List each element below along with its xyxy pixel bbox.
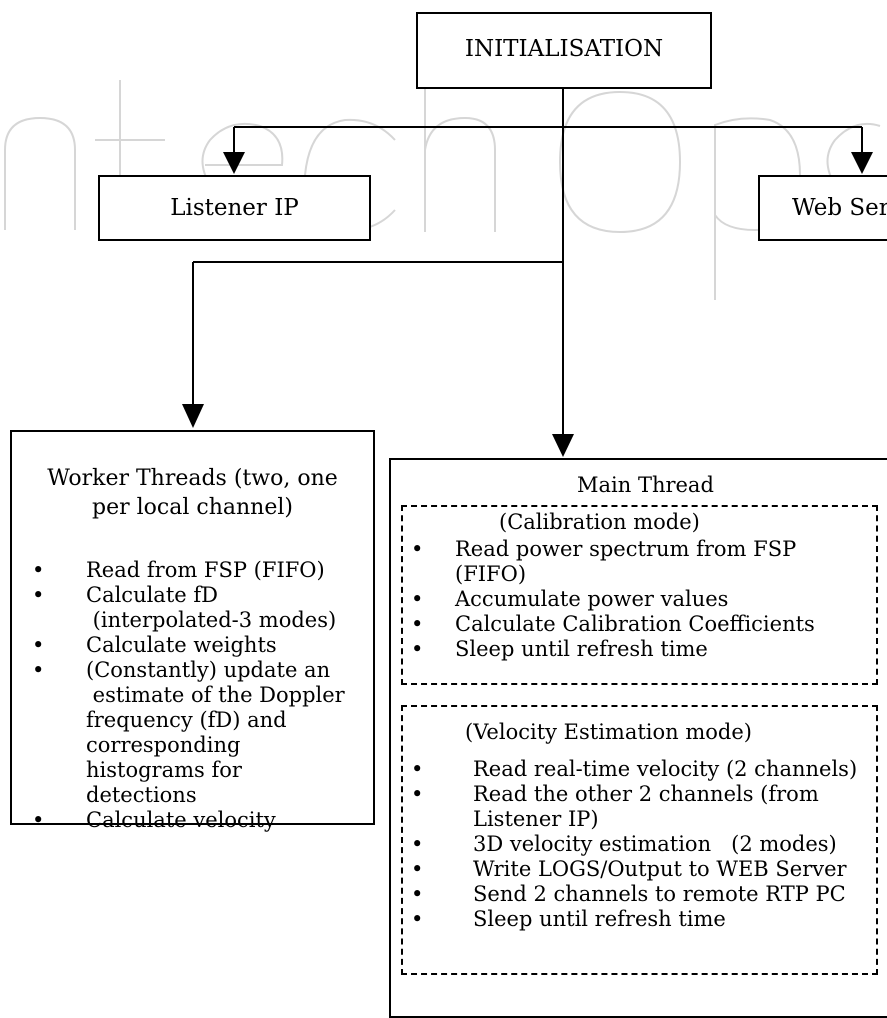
velocity-task-item: 3D velocity estimation (2 modes) xyxy=(391,832,881,857)
calibration-task-item-line: Calculate Calibration Coefficients xyxy=(455,612,815,636)
worker-threads-title-2: per local channel) xyxy=(92,495,293,520)
worker-task-item: Calculate fD (interpolated-3 modes) xyxy=(12,583,377,633)
worker-task-item-line: Calculate fD xyxy=(86,583,218,607)
worker-task-item-line: (interpolated-3 modes) xyxy=(86,608,337,632)
calibration-task-item: Calculate Calibration Coefficients xyxy=(391,612,881,637)
calibration-task-item-line: Read power spectrum from FSP xyxy=(455,537,797,561)
worker-task-item-line: Calculate velocity xyxy=(86,808,276,832)
listener-ip-label: Listener IP xyxy=(170,195,299,221)
velocity-task-item: Sleep until refresh time xyxy=(391,907,881,932)
velocity-task-item-line: Listener IP) xyxy=(473,807,599,831)
listener-ip-box: Listener IP xyxy=(98,175,371,241)
arrowhead-listener xyxy=(223,152,245,174)
worker-task-item: Read from FSP (FIFO) xyxy=(12,558,377,583)
calibration-task-item: Read power spectrum from FSP(FIFO) xyxy=(391,537,881,587)
worker-task-item: (Constantly) update an estimate of the D… xyxy=(12,658,377,808)
worker-threads-box: Worker Threads (two, one per local chann… xyxy=(10,430,375,833)
worker-task-item-line: estimate of the Doppler xyxy=(86,683,345,707)
calibration-task-item-line: Accumulate power values xyxy=(455,587,729,611)
worker-task-item-line: (Constantly) update an xyxy=(86,658,331,682)
worker-task-item-line: Calculate weights xyxy=(86,633,277,657)
velocity-task-item: Send 2 channels to remote RTP PC xyxy=(391,882,881,907)
calibration-task-list: Read power spectrum from FSP(FIFO)Accumu… xyxy=(391,537,881,662)
calibration-task-item: Sleep until refresh time xyxy=(391,637,881,662)
velocity-task-item-line: 3D velocity estimation (2 modes) xyxy=(473,832,837,856)
velocity-task-list: Read real-time velocity (2 channels)Read… xyxy=(391,757,881,932)
calibration-mode-box: (Calibration mode) Read power spectrum f… xyxy=(401,505,878,685)
velocity-task-item-line: Sleep until refresh time xyxy=(473,907,726,931)
velocity-task-item: Read real-time velocity (2 channels) xyxy=(391,757,881,782)
worker-task-item-line: detections xyxy=(86,783,197,807)
calibration-task-item-line: (FIFO) xyxy=(455,562,527,586)
arrowhead-web xyxy=(851,152,873,174)
worker-task-item: Calculate velocity xyxy=(12,808,377,833)
main-thread-title: Main Thread xyxy=(577,473,714,497)
calibration-task-item-line: Sleep until refresh time xyxy=(455,637,708,661)
arrowhead-worker xyxy=(182,404,204,428)
initialisation-box: INITIALISATION xyxy=(416,12,712,89)
worker-task-item-line: corresponding xyxy=(86,733,241,757)
worker-task-item-line: histograms for xyxy=(86,758,242,782)
velocity-estimation-box: (Velocity Estimation mode) Read real-tim… xyxy=(401,705,878,975)
calibration-task-item: Accumulate power values xyxy=(391,587,881,612)
velocity-task-item-line: Send 2 channels to remote RTP PC xyxy=(473,882,846,906)
worker-task-list: Read from FSP (FIFO)Calculate fD (interp… xyxy=(12,558,377,833)
web-server-box: Web Ser xyxy=(758,175,887,241)
velocity-task-item: Write LOGS/Output to WEB Server xyxy=(391,857,881,882)
initialisation-label: INITIALISATION xyxy=(464,36,664,62)
calibration-mode-label: (Calibration mode) xyxy=(499,510,700,534)
web-server-label: Web Ser xyxy=(792,195,887,221)
arrowhead-main xyxy=(552,434,574,457)
velocity-task-item: Read the other 2 channels (fromListener … xyxy=(391,782,881,832)
velocity-task-item-line: Read the other 2 channels (from xyxy=(473,782,819,806)
worker-task-item-line: Read from FSP (FIFO) xyxy=(86,558,325,582)
velocity-estimation-label: (Velocity Estimation mode) xyxy=(465,720,752,744)
velocity-task-item-line: Read real-time velocity (2 channels) xyxy=(473,757,858,781)
worker-threads-title-1: Worker Threads (two, one xyxy=(47,466,338,491)
velocity-task-item-line: Write LOGS/Output to WEB Server xyxy=(473,857,847,881)
worker-task-item-line: frequency (fD) and xyxy=(86,708,287,732)
worker-task-item: Calculate weights xyxy=(12,633,377,658)
